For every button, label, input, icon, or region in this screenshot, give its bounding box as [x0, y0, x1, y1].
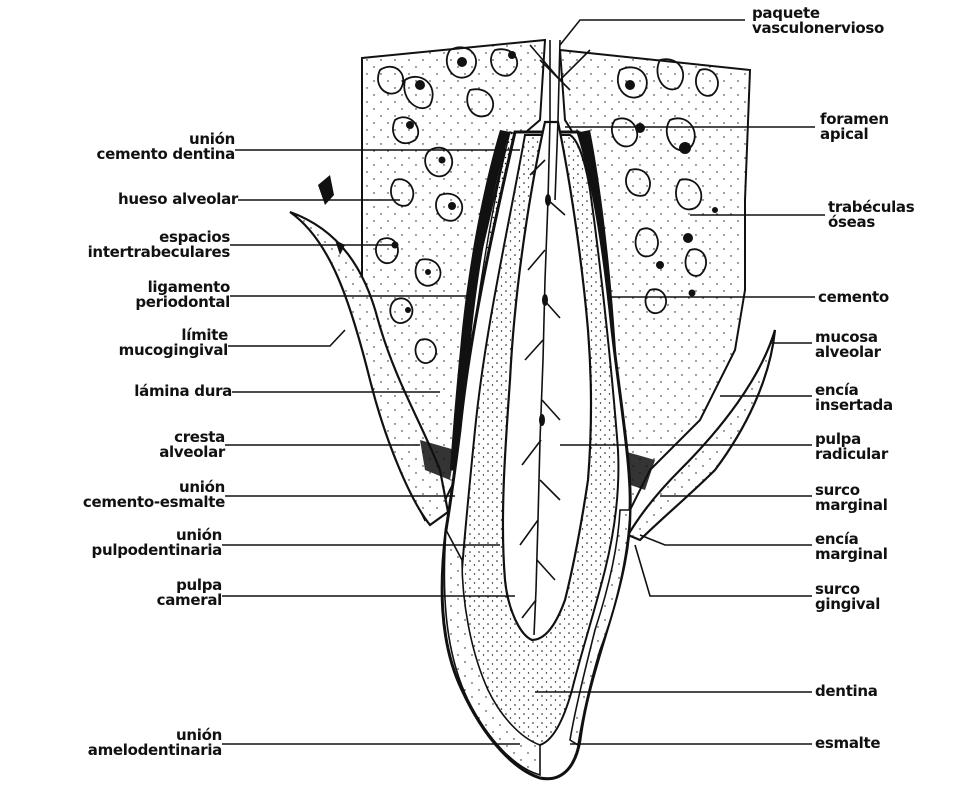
label-dentina: dentina — [815, 684, 878, 699]
label-hueso-alveolar: hueso alveolar — [118, 192, 238, 207]
label-lamina-dura: lámina dura — [134, 384, 232, 399]
label-surco-marginal: surco marginal — [815, 483, 888, 513]
label-mucosa-alveolar: mucosa alveolar — [815, 330, 881, 360]
label-limite-mucogingival: límite mucogingival — [119, 328, 228, 358]
label-encia-marginal: encía marginal — [815, 532, 888, 562]
label-pulpa-radicular: pulpa radicular — [815, 432, 888, 462]
label-surco-gingival: surco gingival — [815, 582, 880, 612]
label-union-amelodentinaria: unión amelodentinaria — [88, 728, 222, 758]
label-union-cemento-dentina: unión cemento dentina — [97, 132, 235, 162]
label-ligamento-periodontal: ligamento periodontal — [135, 280, 230, 310]
label-cresta-alveolar: cresta alveolar — [159, 430, 225, 460]
label-union-cemento-esmalte: unión cemento-esmalte — [83, 480, 225, 510]
label-union-pulpodentinaria: unión pulpodentinaria — [92, 528, 222, 558]
label-foramen-apical: foramen apical — [820, 112, 889, 142]
label-trabeculas-oseas: trabéculas óseas — [828, 200, 914, 230]
label-cemento: cemento — [818, 290, 889, 305]
label-espacios-intertrabeculares: espacios intertrabeculares — [88, 230, 230, 260]
label-esmalte: esmalte — [815, 736, 880, 751]
label-paquete-vasculonervioso: paquete vasculonervioso — [752, 6, 884, 36]
label-encia-insertada: encía insertada — [815, 383, 893, 413]
label-pulpa-cameral: pulpa cameral — [157, 578, 222, 608]
